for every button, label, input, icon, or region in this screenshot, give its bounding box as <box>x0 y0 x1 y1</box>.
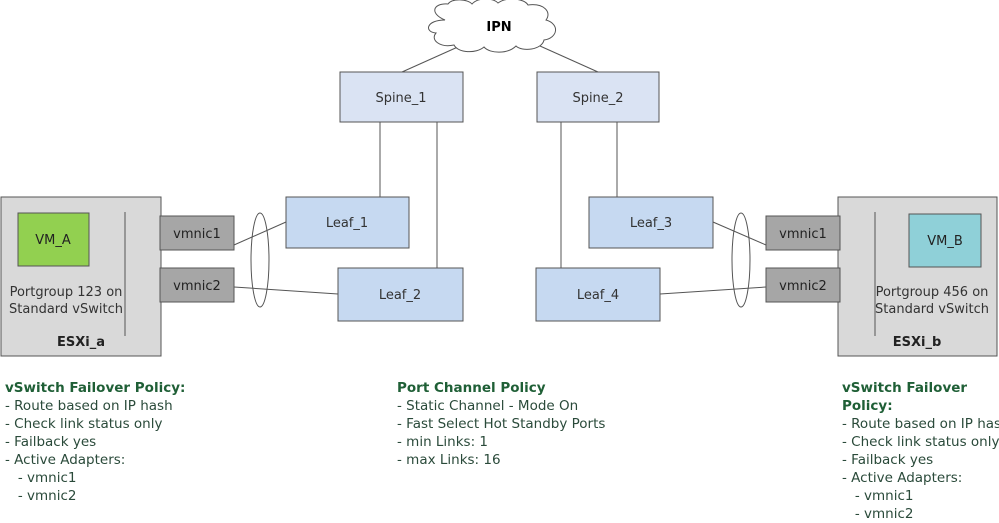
spine-1: Spine_1 <box>339 71 464 123</box>
left-policy-line: - Failback yes <box>5 434 97 450</box>
network-diagram: IPN Spine_1 Spine_2 Leaf_1 Leaf_2 Leaf_3… <box>0 0 998 357</box>
links <box>89 45 909 295</box>
left-policy-line: - Active Adapters: <box>5 452 126 468</box>
esxi-b-portgroup-line2: Standard vSwitch <box>875 302 989 317</box>
leaf-2-box <box>337 267 464 322</box>
right-policy-line: - Failback yes <box>842 452 934 468</box>
esxi-b-name: ESXi_b <box>893 335 942 350</box>
center-policy-title: Port Channel Policy <box>397 380 546 396</box>
right-policy-line: - vmnic1 <box>842 488 914 504</box>
esxi-b-vmnic1-box <box>765 215 841 251</box>
center-policy-line: - Fast Select Hot Standby Ports <box>397 416 606 432</box>
right-policy-line: - Check link status only <box>842 434 999 450</box>
vm-a-label: VM_A <box>35 233 71 248</box>
leaf-1-box <box>285 196 410 249</box>
link-leaf4-vmnic2b <box>659 286 767 295</box>
leaf-3: Leaf_3 <box>588 196 714 249</box>
spine-2: Spine_2 <box>536 71 660 123</box>
spine-2-label: Spine_2 <box>572 91 623 106</box>
left-policy-line: - Route based on IP hash <box>5 398 173 414</box>
center-policy-line: - max Links: 16 <box>397 452 501 468</box>
left-policy-title: vSwitch Failover Policy: <box>5 380 186 396</box>
cloud-shape <box>428 0 556 53</box>
link-vmnic1a-leaf1 <box>233 221 287 246</box>
leaf-4-box <box>535 267 661 322</box>
esxi-a-vmnic2-label: vmnic2 <box>173 279 221 294</box>
esxi-a-vmnic1-label: vmnic1 <box>173 227 221 242</box>
right-policy-title: vSwitch Failover Policy: <box>842 380 968 414</box>
left-policy-line: - vmnic1 <box>5 470 77 486</box>
leaf-4: Leaf_4 <box>535 267 661 322</box>
right-policy-line: - Route based on IP hash <box>842 416 999 432</box>
esxi-b-portgroup-line1: Portgroup 456 on <box>876 285 989 300</box>
esxi-a-portgroup-line2: Standard vSwitch <box>9 302 123 317</box>
ipn-cloud: IPN <box>428 0 556 53</box>
vm-a-box <box>17 212 90 267</box>
esxi-a-vmnic1-box <box>159 215 235 251</box>
right-policy-line: - vmnic2 <box>842 506 914 522</box>
link-vmnic2a-leaf2 <box>233 286 339 295</box>
link-leaf3-vmnic1b <box>712 221 767 246</box>
host-esxi-a: VM_A Portgroup 123 on Standard vSwitch E… <box>0 196 270 357</box>
spine-1-box <box>339 71 464 123</box>
esxi-a-port-channel-ellipse <box>250 212 270 308</box>
center-policy-note: Port Channel Policy - Static Channel - M… <box>397 379 605 469</box>
leaf-2: Leaf_2 <box>337 267 464 322</box>
esxi-b-vmnic2-box <box>765 267 841 303</box>
esxi-a-vmnic2-box <box>159 267 235 303</box>
leaf-4-label: Leaf_4 <box>577 288 619 303</box>
leaf-3-box <box>588 196 714 249</box>
leaf-1: Leaf_1 <box>285 196 410 249</box>
esxi-a-portgroup-line1: Portgroup 123 on <box>10 285 123 300</box>
right-policy-note: vSwitch Failover Policy: - Route based o… <box>842 379 999 523</box>
center-policy-line: - Static Channel - Mode On <box>397 398 579 414</box>
ipn-label: IPN <box>486 20 511 35</box>
leaf-2-label: Leaf_2 <box>379 288 421 303</box>
center-policy-line: - min Links: 1 <box>397 434 489 450</box>
vm-b-box <box>908 213 982 268</box>
esxi-b-vmnic1-label: vmnic1 <box>779 227 827 242</box>
spine-2-box <box>536 71 660 123</box>
esxi-b-port-channel-ellipse <box>731 212 751 308</box>
host-esxi-b: VM_B Portgroup 456 on Standard vSwitch E… <box>731 196 998 357</box>
leaf-1-label: Leaf_1 <box>326 216 368 231</box>
esxi-b-vmnic2-label: vmnic2 <box>779 279 827 294</box>
left-policy-note: vSwitch Failover Policy: - Route based o… <box>5 379 185 505</box>
leaf-3-label: Leaf_3 <box>630 216 672 231</box>
left-policy-line: - vmnic2 <box>5 488 77 504</box>
esxi-a-name: ESXi_a <box>57 335 105 350</box>
spine-1-label: Spine_1 <box>375 91 426 106</box>
left-policy-line: - Check link status only <box>5 416 163 432</box>
right-policy-line: - Active Adapters: <box>842 470 963 486</box>
link-ipn-spine2 <box>539 45 599 73</box>
vm-b-label: VM_B <box>927 234 963 249</box>
link-ipn-spine1 <box>401 45 461 73</box>
